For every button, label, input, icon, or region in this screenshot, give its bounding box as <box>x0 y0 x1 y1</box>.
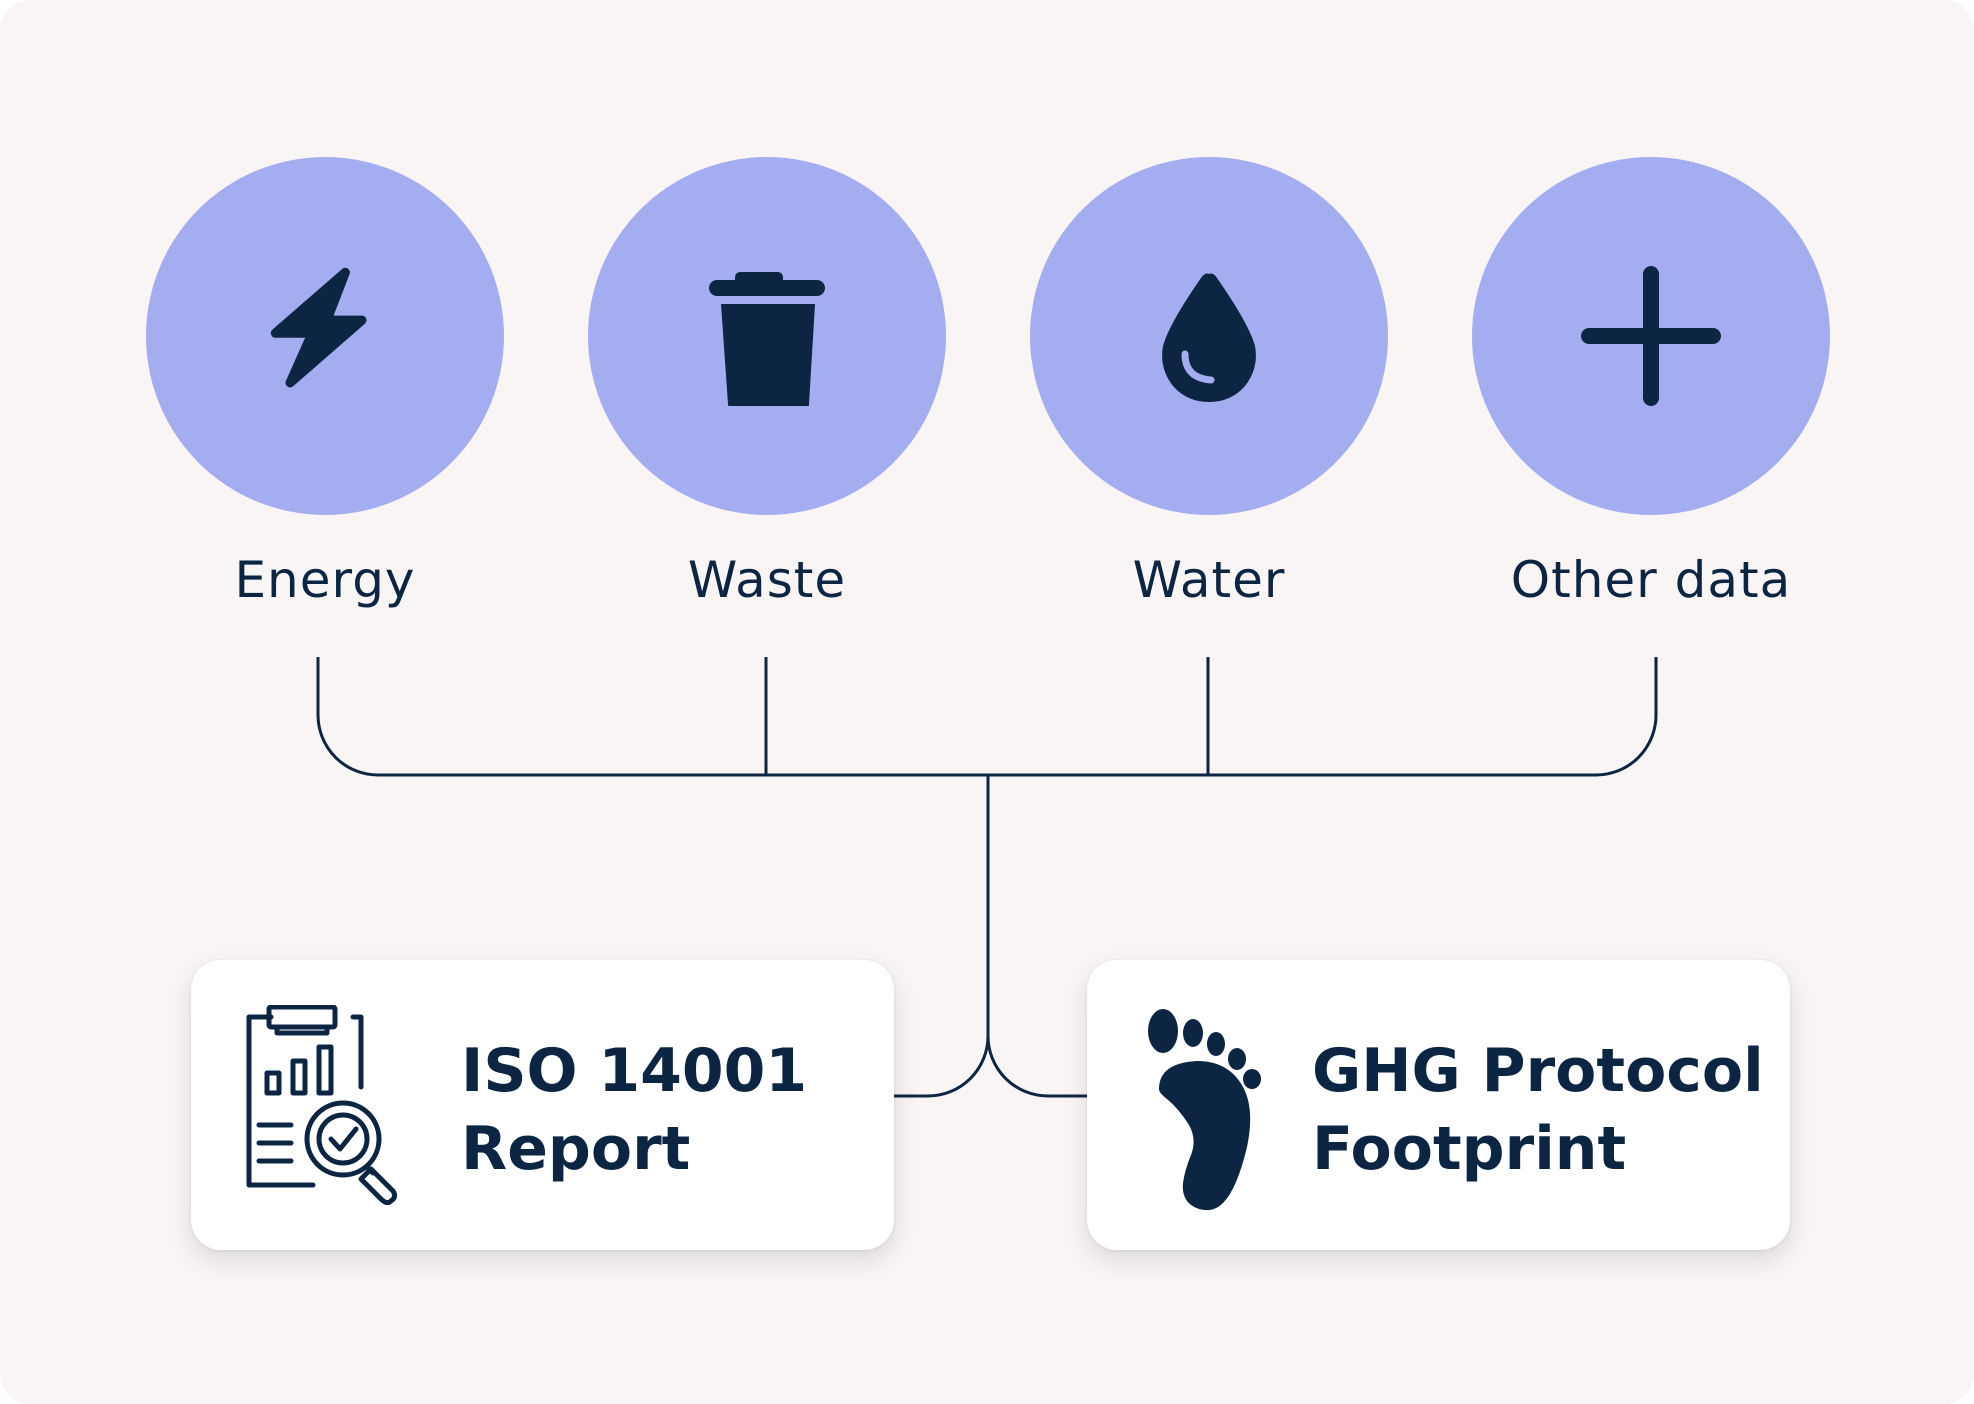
card-title-line: Footprint <box>1312 1114 1627 1184</box>
source-label: Energy <box>234 551 416 609</box>
lightning-bolt-icon <box>270 267 367 388</box>
other-data-circle <box>1472 157 1830 515</box>
connector-other <box>988 657 1658 777</box>
card-title: ISO 14001 Report <box>461 1032 807 1188</box>
card-title: GHG Protocol Footprint <box>1312 1032 1764 1188</box>
connector-to-iso <box>894 1035 990 1098</box>
source-waste: Waste <box>588 157 946 605</box>
card-title-line: ISO 14001 <box>461 1036 808 1106</box>
card-title-line: Report <box>461 1114 691 1184</box>
source-water: Water <box>1030 157 1388 605</box>
source-label: Water <box>1132 551 1286 609</box>
ghg-protocol-footprint-card: GHG Protocol Footprint <box>1087 960 1790 1250</box>
water-drop-icon <box>1162 273 1256 402</box>
connector-to-ghg <box>986 1035 1087 1098</box>
source-other-data: Other data <box>1472 157 1830 605</box>
source-label: Waste <box>687 551 847 609</box>
iso-14001-report-card: ISO 14001 Report <box>191 960 894 1250</box>
report-magnifier-icon <box>246 1005 398 1205</box>
plus-icon <box>1581 266 1721 406</box>
water-circle <box>1030 157 1388 515</box>
waste-circle <box>588 157 946 515</box>
source-label: Other data <box>1510 551 1792 609</box>
trash-bin-icon <box>709 272 825 406</box>
source-energy: Energy <box>146 157 504 605</box>
card-title-line: GHG Protocol <box>1312 1036 1764 1106</box>
connector-energy <box>316 657 988 777</box>
energy-circle <box>146 157 504 515</box>
footprint-icon <box>1148 1009 1261 1211</box>
